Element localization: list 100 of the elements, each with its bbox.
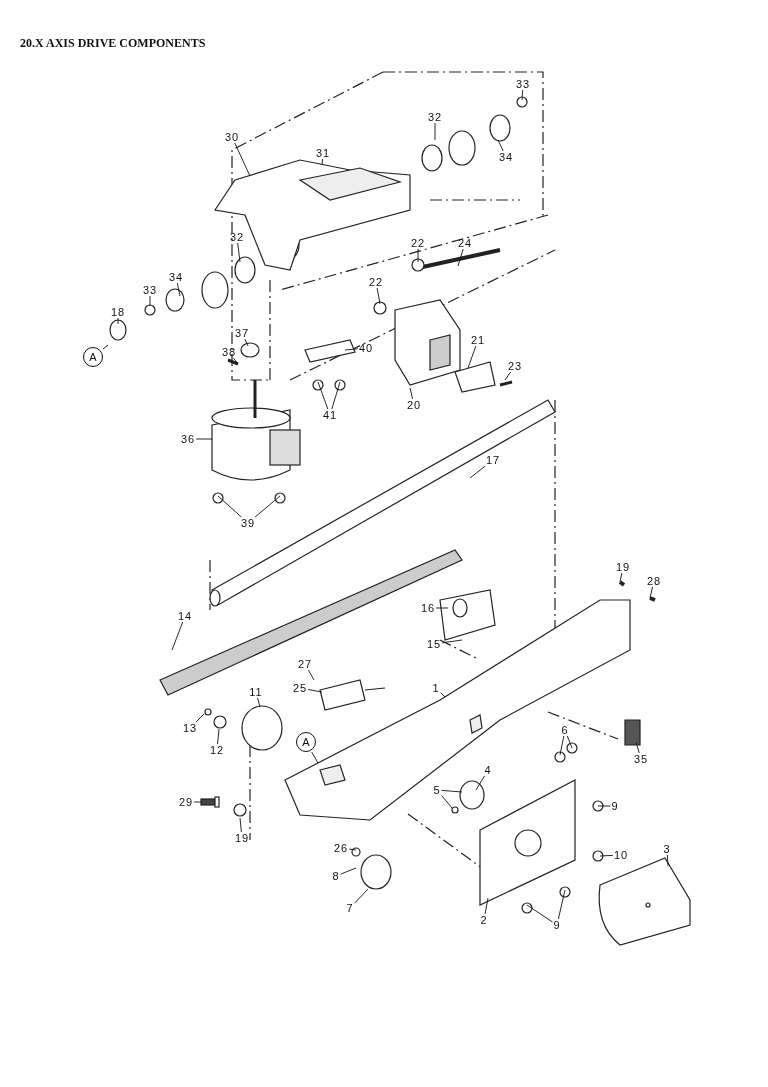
- leader-line: [311, 751, 319, 764]
- leader-line: [497, 139, 504, 152]
- leader-line: [340, 867, 357, 875]
- reference-circle: A: [83, 347, 103, 367]
- callout-number: 10: [612, 849, 630, 861]
- page-title: 20.X AXIS DRIVE COMPONENTS: [20, 36, 206, 51]
- leader-line: [435, 607, 449, 609]
- leader-line: [176, 282, 181, 297]
- leader-line: [559, 735, 565, 756]
- leader-line: [195, 713, 205, 723]
- callout-number: 32: [426, 111, 444, 123]
- leader-line: [434, 122, 436, 141]
- leader-line: [409, 387, 414, 400]
- callout-number: 3: [662, 843, 672, 855]
- leader-line: [526, 904, 553, 923]
- callout-number: 22: [409, 237, 427, 249]
- carriage-bracket-drawing: [214, 159, 411, 271]
- leader-line: [239, 817, 242, 833]
- leader-line: [331, 381, 341, 410]
- leader-line: [117, 317, 119, 325]
- leader-line: [649, 586, 654, 599]
- callout-number: 14: [176, 610, 194, 622]
- leader-line: [557, 889, 566, 920]
- callout-number: 31: [314, 147, 332, 159]
- leader-line: [307, 669, 315, 681]
- leader-line: [149, 295, 151, 307]
- leader-line: [102, 344, 109, 350]
- callout-number: 19: [233, 832, 251, 844]
- leader-line: [467, 345, 477, 369]
- callout-number: 22: [367, 276, 385, 288]
- callout-number: 28: [645, 575, 663, 587]
- leader-line: [441, 639, 463, 644]
- leader-line: [254, 495, 281, 518]
- callout-number: 36: [179, 433, 197, 445]
- callout-number: 30: [223, 131, 241, 143]
- leader-line: [566, 735, 573, 749]
- leader-line: [484, 897, 489, 915]
- leader-line: [440, 692, 446, 698]
- callout-number: 29: [177, 796, 195, 808]
- leader-line: [217, 728, 220, 745]
- leader-line: [635, 741, 640, 754]
- callout-number: 7: [345, 902, 355, 914]
- leader-line: [195, 438, 213, 440]
- leader-line: [321, 158, 323, 166]
- callout-number: 13: [181, 722, 199, 734]
- leader-line: [597, 805, 611, 807]
- leader-line: [234, 142, 251, 177]
- callout-number: 24: [456, 237, 474, 249]
- leader-line: [307, 689, 323, 693]
- leader-line: [237, 242, 241, 263]
- leader-line: [441, 795, 453, 809]
- leader-line: [217, 495, 242, 518]
- callout-number: 32: [228, 231, 246, 243]
- callout-number: 12: [208, 744, 226, 756]
- callout-number: 19: [614, 561, 632, 573]
- leader-line: [521, 89, 524, 101]
- leader-line: [317, 381, 329, 410]
- reference-circle: A: [296, 732, 316, 752]
- callout-number: 11: [248, 686, 264, 698]
- callout-number: 38: [220, 346, 238, 358]
- leader-line: [257, 697, 261, 708]
- callout-number: 17: [484, 454, 502, 466]
- callout-number: 40: [357, 342, 375, 354]
- leader-line: [376, 287, 381, 305]
- leader-line: [441, 789, 463, 793]
- leader-line: [469, 465, 486, 479]
- callout-number: 33: [514, 78, 532, 90]
- callout-number: 9: [552, 919, 562, 931]
- callout-number: 6: [560, 724, 570, 736]
- callout-number: 41: [321, 409, 339, 421]
- leader-line: [344, 348, 359, 351]
- leader-line: [417, 248, 419, 263]
- callout-number: 27: [296, 658, 314, 670]
- leader-line: [233, 357, 239, 365]
- leader-line: [619, 572, 623, 583]
- callout-number: 20: [405, 399, 423, 411]
- callout-number: 15: [425, 638, 443, 650]
- callout-number: 18: [109, 306, 127, 318]
- callout-number: 21: [469, 334, 487, 346]
- leader-line: [171, 621, 184, 651]
- callout-number: 34: [497, 151, 515, 163]
- callout-number: 25: [291, 682, 309, 694]
- callout-number: 9: [610, 800, 620, 812]
- leader-line: [475, 775, 485, 791]
- callout-number: 2: [479, 914, 489, 926]
- callout-number: 26: [332, 842, 350, 854]
- callout-number: 33: [141, 284, 159, 296]
- drive-frame-drawing: [284, 599, 631, 821]
- callout-number: 39: [239, 517, 257, 529]
- leader-line: [348, 848, 357, 851]
- leader-line: [354, 888, 369, 904]
- callout-number: 8: [331, 870, 341, 882]
- callout-number: 35: [632, 753, 650, 765]
- leader-line: [457, 248, 464, 267]
- callout-number: 23: [506, 360, 524, 372]
- callout-number: 16: [419, 602, 437, 614]
- leader-line: [666, 854, 669, 867]
- callout-number: 34: [167, 271, 185, 283]
- leader-line: [504, 371, 512, 381]
- callout-number: 1: [431, 682, 441, 694]
